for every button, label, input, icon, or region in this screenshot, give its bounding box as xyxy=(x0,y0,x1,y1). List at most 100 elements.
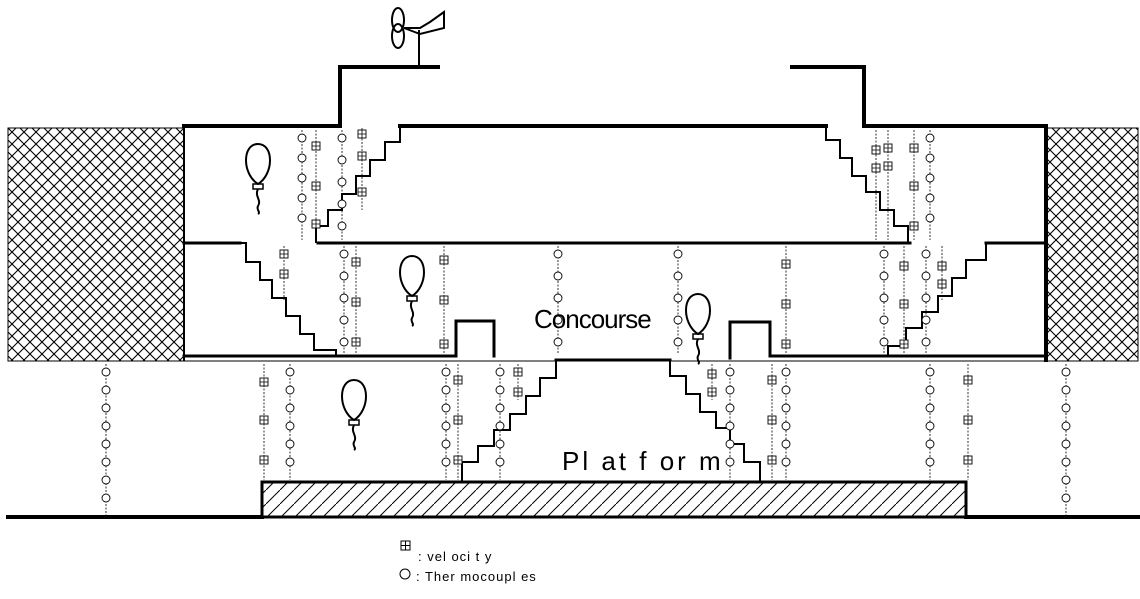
velocity-sensor-cross xyxy=(312,220,320,228)
thermocouple-icon xyxy=(879,315,889,325)
velocity-sensor-cross xyxy=(312,142,320,150)
thermocouple-icon xyxy=(673,337,683,347)
thermocouple-icon xyxy=(339,337,349,347)
thermocouple-icon xyxy=(441,439,451,449)
thermocouple-icon xyxy=(781,457,791,467)
thermocouple-icon xyxy=(781,439,791,449)
velocity-sensor-cross xyxy=(884,144,892,152)
velocity-sensor-cross xyxy=(964,456,972,464)
velocity-sensor-cross xyxy=(514,368,522,376)
velocity-sensor-cross xyxy=(454,376,462,384)
thermocouple-icon xyxy=(673,271,683,281)
thermocouple-icon xyxy=(925,421,935,431)
thermocouple-icon xyxy=(553,293,563,303)
velocity-sensor-cross xyxy=(352,338,360,346)
thermocouple-icon xyxy=(101,475,111,485)
thermocouple-icon xyxy=(495,403,505,413)
thermocouple-icon xyxy=(101,367,111,377)
thermocouple-icon xyxy=(925,457,935,467)
legend-velocity-label: : vel oci t y xyxy=(418,549,493,564)
velocity-sensor-cross xyxy=(440,296,448,304)
velocity-sensor-cross xyxy=(358,188,366,196)
thermocouple-icon xyxy=(725,439,735,449)
thermocouple-icon xyxy=(1061,457,1071,467)
thermocouple-icon xyxy=(921,337,931,347)
thermocouple-icon xyxy=(285,421,295,431)
thermocouple-icon xyxy=(925,213,935,223)
thermocouple-icon xyxy=(879,271,889,281)
thermocouple-icon xyxy=(925,403,935,413)
thermocouple-icon xyxy=(495,385,505,395)
velocity-sensor-cross xyxy=(964,416,972,424)
thermocouple-icon xyxy=(725,403,735,413)
thermocouple-icon xyxy=(297,133,307,143)
thermocouple-icon xyxy=(339,315,349,325)
velocity-sensor-cross xyxy=(872,164,880,172)
velocity-sensor-cross xyxy=(782,300,790,308)
thermocouple-icon xyxy=(879,249,889,259)
thermocouple-icon xyxy=(399,568,411,580)
track-bed xyxy=(260,480,968,519)
velocity-sensor-cross xyxy=(260,378,268,386)
velocity-sensor-cross xyxy=(260,456,268,464)
thermocouple-icon xyxy=(441,367,451,377)
thermocouple-icon xyxy=(285,403,295,413)
stairs xyxy=(240,126,987,482)
thermocouple-icon xyxy=(673,249,683,259)
thermocouple-icon xyxy=(337,199,347,209)
thermocouple-icon xyxy=(285,457,295,467)
thermocouple-icon xyxy=(337,221,347,231)
thermocouple-icon xyxy=(553,315,563,325)
thermocouple-icon xyxy=(553,249,563,259)
station-structure xyxy=(6,65,1140,519)
velocity-sensor-cross xyxy=(280,250,288,258)
thermocouple-icon xyxy=(925,385,935,395)
thermocouple-icon xyxy=(1061,493,1071,503)
thermocouple-icon xyxy=(495,367,505,377)
velocity-sensor-cross xyxy=(884,162,892,170)
thermocouple-icon xyxy=(101,493,111,503)
velocity-sensor-cross xyxy=(260,416,268,424)
velocity-sensor-cross xyxy=(872,146,880,154)
thermocouple-icon xyxy=(1061,403,1071,413)
velocity-sensor-cross xyxy=(440,340,448,348)
thermocouple-icon xyxy=(101,385,111,395)
velocity-sensor-cross xyxy=(352,298,360,306)
velocity-sensor-cross xyxy=(768,416,776,424)
balloon-group xyxy=(245,142,711,451)
thermocouple-icon xyxy=(879,337,889,347)
velocity-sensor-cross xyxy=(768,376,776,384)
velocity-sensor-cross xyxy=(454,456,462,464)
velocity-sensor-cross xyxy=(352,258,360,266)
balloon-icon xyxy=(685,292,711,365)
thermocouple-icon xyxy=(337,133,347,143)
thermocouple-icon xyxy=(925,367,935,377)
thermocouple-icon xyxy=(495,457,505,467)
velocity-sensor-cross xyxy=(280,270,288,278)
thermocouple-icon xyxy=(553,337,563,347)
thermocouple-icon xyxy=(725,385,735,395)
thermocouple-icon xyxy=(339,271,349,281)
velocity-sensor-cross xyxy=(312,182,320,190)
thermocouple-icon xyxy=(673,293,683,303)
thermocouple-icon xyxy=(781,421,791,431)
velocity-sensor-cross xyxy=(782,340,790,348)
thermocouple-icon xyxy=(495,439,505,449)
thermocouple-icon xyxy=(921,249,931,259)
ventilation-fan-icon xyxy=(391,7,445,67)
thermocouple-icon xyxy=(925,173,935,183)
thermocouple-icon xyxy=(441,385,451,395)
thermocouple-icon xyxy=(781,367,791,377)
thermocouple-icon xyxy=(285,385,295,395)
velocity-sensor-cross xyxy=(708,370,716,378)
balloon-icon xyxy=(341,378,367,451)
balloon-icon xyxy=(399,254,425,327)
thermocouple-icon xyxy=(925,133,935,143)
thermocouple-icon xyxy=(725,421,735,431)
velocity-sensor-cross xyxy=(514,388,522,396)
thermocouple-icon xyxy=(925,439,935,449)
thermocouple-icon xyxy=(725,367,735,377)
thermocouple-icon xyxy=(879,293,889,303)
velocity-sensor-cross xyxy=(358,130,366,138)
